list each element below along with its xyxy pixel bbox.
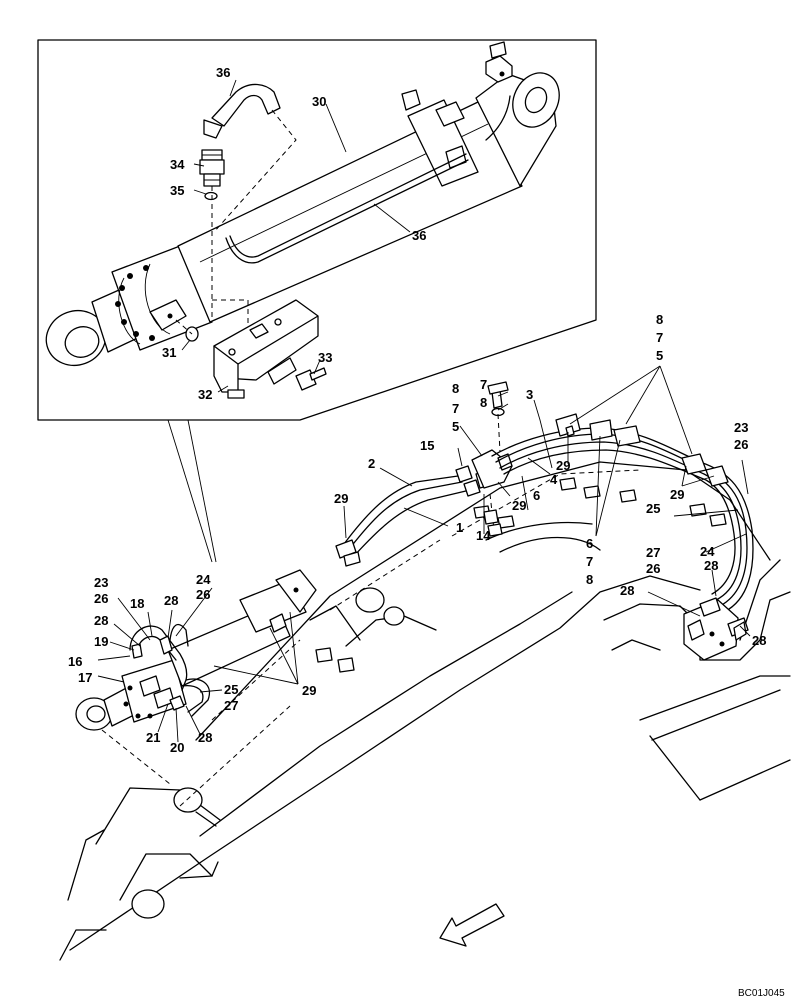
callout-7-a: 7 [656,330,663,345]
callout-26-l2: 26 [94,591,108,606]
callout-26-r1: 26 [734,437,748,452]
callout-28-r2: 28 [620,583,634,598]
callout-26-r2: 26 [646,561,660,576]
callout-27-r: 27 [646,545,660,560]
direction-arrow-icon [439,903,505,947]
callout-14: 14 [476,528,491,543]
callout-29-b: 29 [670,487,684,502]
callout-labels: 36 30 34 35 36 31 33 32 8 7 5 7 8 3 8 7 … [68,65,785,999]
leader-lines [97,79,751,743]
callout-8-a: 8 [656,312,663,327]
callout-3: 3 [526,387,533,402]
callout-36-side: 36 [412,228,426,243]
callout-23-l: 23 [94,575,108,590]
callout-23-r: 23 [734,420,748,435]
drawing-code: BC01J045 [738,988,785,999]
pipe-elbow-36 [203,83,281,139]
callout-36-top: 36 [216,65,230,80]
callout-29-c: 29 [334,491,348,506]
callout-26-l1: 26 [196,587,210,602]
callout-5-b: 5 [452,419,459,434]
callout-28-l2: 28 [94,613,108,628]
clamp-assembly-mid [471,381,513,537]
hose-clamps-right [555,413,729,487]
callout-5-a: 5 [656,348,663,363]
callout-32: 32 [198,387,212,402]
callout-28-r3: 28 [752,633,766,648]
bolt-33 [295,367,327,391]
valve-block-right [683,597,749,661]
callout-7-c: 7 [452,401,459,416]
callout-21: 21 [146,730,160,745]
callout-25-r: 25 [646,501,660,516]
callout-29-e: 29 [302,683,316,698]
callout-7-b: 7 [480,377,487,392]
callout-31: 31 [162,345,176,360]
callout-28-l1: 28 [164,593,178,608]
callout-34: 34 [170,157,185,172]
callout-19: 19 [94,634,108,649]
callout-24-r: 24 [700,544,715,559]
callout-33: 33 [318,350,332,365]
callout-8-b: 8 [452,381,459,396]
boom-foot-bracket [603,559,791,801]
boom-cylinder-detail [45,41,560,367]
callout-6-b: 6 [586,536,593,551]
callout-30: 30 [312,94,326,109]
callout-20: 20 [170,740,184,755]
arm-cylinder-main [75,569,317,731]
callout-8-d: 8 [586,572,593,587]
callout-29-d: 29 [512,498,526,513]
callout-27-l: 27 [224,698,238,713]
callout-6-a: 6 [533,488,540,503]
detail-inset [37,39,597,563]
callout-35: 35 [170,183,184,198]
o-ring-35 [204,191,218,201]
callout-4: 4 [550,472,558,487]
callout-25-l: 25 [224,682,238,697]
callout-28-l3: 28 [198,730,212,745]
callout-2: 2 [368,456,375,471]
callout-17: 17 [78,670,92,685]
callout-7-d: 7 [586,554,593,569]
hose-1-2 [335,475,471,567]
callout-29-a: 29 [556,458,570,473]
callout-1: 1 [456,520,463,535]
valve-block-32 [213,299,319,399]
callout-8-c: 8 [480,395,487,410]
callout-18: 18 [130,596,144,611]
fitting-34 [199,149,225,187]
callout-15: 15 [420,438,434,453]
callout-24-l: 24 [196,572,211,587]
callout-16: 16 [68,654,82,669]
callout-28-r1: 28 [704,558,718,573]
